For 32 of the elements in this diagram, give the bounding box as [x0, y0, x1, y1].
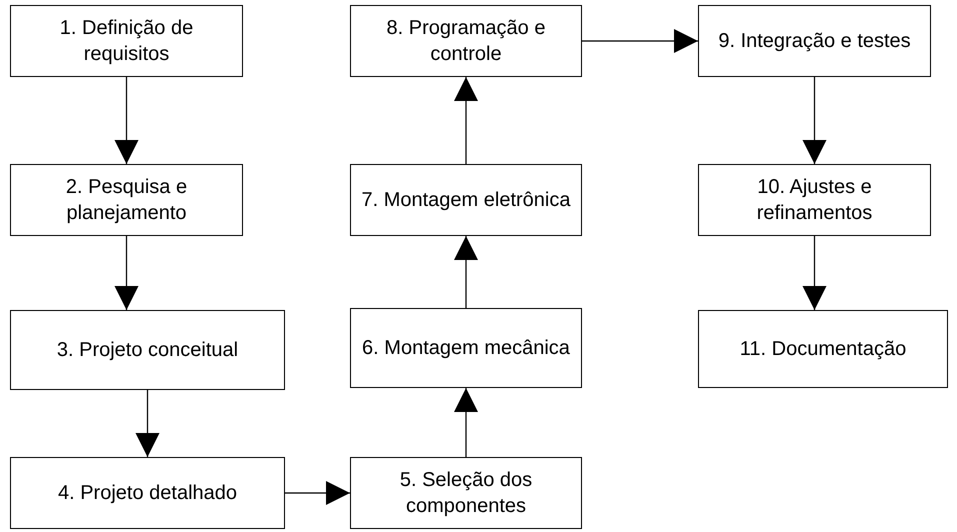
box-label: 2. Pesquisa e planejamento [64, 175, 188, 226]
process-box [10, 164, 243, 236]
box-label: 1. Definição de requisitos [58, 16, 194, 67]
arrow [802, 236, 826, 310]
box-label: 8. Programação e controle [386, 16, 546, 67]
process-box [10, 5, 243, 77]
arrow [114, 236, 138, 310]
arrow [454, 236, 478, 308]
box-label: 3. Projeto conceitual [56, 338, 238, 363]
process-box [10, 310, 285, 390]
box-label: 9. Integração e testes [718, 29, 911, 54]
process-box [350, 457, 582, 529]
arrow [582, 29, 698, 53]
arrow [454, 388, 478, 457]
process-box [10, 457, 285, 529]
arrow [285, 481, 350, 505]
process-box [698, 164, 931, 236]
box-label: 10. Ajustes e refinamentos [756, 175, 874, 226]
process-box [350, 5, 582, 77]
process-box [698, 310, 948, 388]
arrow [136, 390, 160, 457]
box-label: 7. Montagem eletrônica [361, 188, 570, 213]
process-box [350, 308, 582, 388]
process-box [698, 5, 931, 77]
box-label: 5. Seleção dos componentes [398, 468, 534, 519]
box-label: 11. Documentação [740, 337, 906, 362]
arrow [454, 77, 478, 164]
box-label: 4. Projeto detalhado [58, 481, 238, 506]
arrow [114, 77, 138, 164]
box-label: 6. Montagem mecânica [362, 336, 570, 361]
process-box [350, 164, 582, 236]
arrow [802, 77, 826, 164]
